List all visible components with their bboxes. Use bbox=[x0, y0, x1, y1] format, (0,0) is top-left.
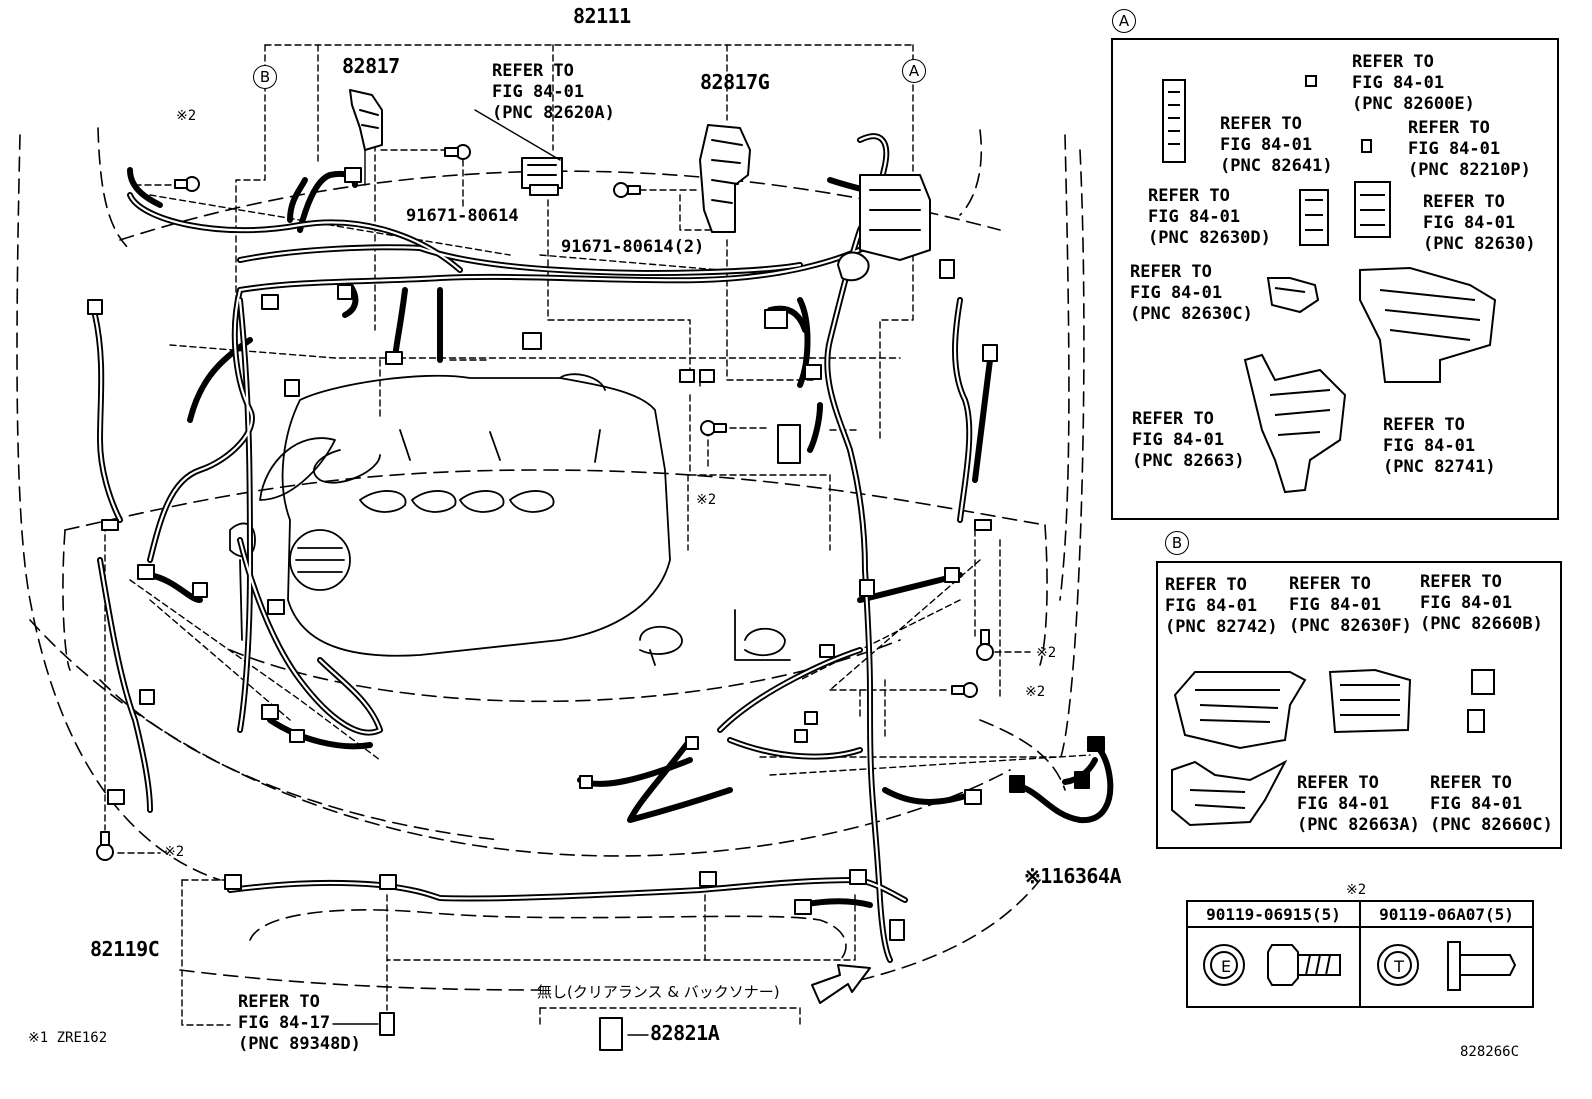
refer-82660c: REFER TO FIG 84-01 (PNC 82660C) bbox=[1430, 773, 1553, 835]
refer-82210p: REFER TO FIG 84-01 (PNC 82210P) bbox=[1408, 118, 1531, 180]
mark-2-right-b: ※2 bbox=[1025, 684, 1046, 700]
bolt-header-06915: 90119-06915(5) bbox=[1186, 900, 1361, 928]
refer-82630c: REFER TO FIG 84-01 (PNC 82630C) bbox=[1130, 262, 1253, 324]
refer-82630: REFER TO FIG 84-01 (PNC 82630) bbox=[1423, 192, 1536, 254]
refer-82741: REFER TO FIG 84-01 (PNC 82741) bbox=[1383, 415, 1496, 477]
bolt-letter-e: E bbox=[1220, 957, 1232, 976]
doc-code: 828266C bbox=[1460, 1044, 1520, 1060]
no-clearance-note: 無し(クリアランス & バックソナー) bbox=[537, 983, 780, 1001]
refer-82663: REFER TO FIG 84-01 (PNC 82663) bbox=[1132, 409, 1245, 471]
mark-2-right-a: ※2 bbox=[1036, 645, 1057, 661]
mark-2-top-left: ※2 bbox=[176, 108, 197, 124]
part-82817-label: 82817 bbox=[342, 54, 400, 78]
refer-82630f: REFER TO FIG 84-01 (PNC 82630F) bbox=[1289, 574, 1412, 636]
circle-b-panel: B bbox=[1165, 531, 1189, 555]
bolt-cell-e: E bbox=[1186, 926, 1361, 1008]
refer-82742: REFER TO FIG 84-01 (PNC 82742) bbox=[1165, 575, 1278, 637]
relay-block-82817 bbox=[349, 89, 383, 151]
refer-82630d: REFER TO FIG 84-01 (PNC 82630D) bbox=[1148, 186, 1271, 248]
circle-a-panel: A bbox=[1112, 9, 1136, 33]
bolt-table-mark: ※2 bbox=[1346, 882, 1367, 898]
part-16364a-label: ※116364A bbox=[1024, 864, 1122, 888]
circle-b-main: B bbox=[253, 65, 277, 89]
junction-block bbox=[837, 174, 931, 282]
part-82817g-label: 82817G bbox=[700, 70, 770, 94]
refer-82660b: REFER TO FIG 84-01 (PNC 82660B) bbox=[1420, 572, 1543, 634]
bolt-91671-80614-2: 91671-80614(2) bbox=[561, 237, 705, 257]
panel-a-parts bbox=[1162, 75, 1497, 494]
refer-82663a: REFER TO FIG 84-01 (PNC 82663A) bbox=[1297, 773, 1420, 835]
bolt-91671-80614: 91671-80614 bbox=[406, 206, 519, 226]
mark-2-center: ※2 bbox=[696, 492, 717, 508]
footnote-zre162: ※1 ZRE162 bbox=[28, 1030, 108, 1046]
bracket-82817g bbox=[699, 124, 751, 233]
panel-a bbox=[1111, 38, 1559, 520]
refer-82600e: REFER TO FIG 84-01 (PNC 82600E) bbox=[1352, 52, 1475, 114]
refer-82641: REFER TO FIG 84-01 (PNC 82641) bbox=[1220, 114, 1333, 176]
relay-82620a bbox=[521, 157, 563, 196]
mark-2-bottom-left: ※2 bbox=[164, 844, 185, 860]
bolt-cell-t: T bbox=[1359, 926, 1534, 1008]
part-82119c-label: 82119C bbox=[90, 937, 160, 961]
circle-a-main: A bbox=[902, 59, 926, 83]
panel-b bbox=[1156, 561, 1562, 849]
arrow-icon bbox=[811, 964, 871, 1004]
leader-lines bbox=[332, 109, 649, 1036]
connectors bbox=[87, 167, 998, 1051]
engine-block bbox=[229, 373, 791, 666]
refer-82620a: REFER TO FIG 84-01 (PNC 82620A) bbox=[492, 61, 615, 123]
refer-89348d: REFER TO FIG 84-17 (PNC 89348D) bbox=[238, 992, 361, 1054]
bolt-icons bbox=[96, 144, 994, 861]
part-82111-label: 82111 bbox=[573, 4, 631, 28]
part-82821a-label: 82821A bbox=[650, 1021, 720, 1045]
bolt-table: 90119-06915(5) 90119-06A07(5) E T bbox=[1186, 900, 1534, 1008]
bolt-letter-t: T bbox=[1394, 957, 1404, 976]
panel-b-parts bbox=[1171, 668, 1495, 827]
harness-16364a-plugs bbox=[1009, 736, 1105, 793]
bolt-header-06a07: 90119-06A07(5) bbox=[1359, 900, 1534, 928]
